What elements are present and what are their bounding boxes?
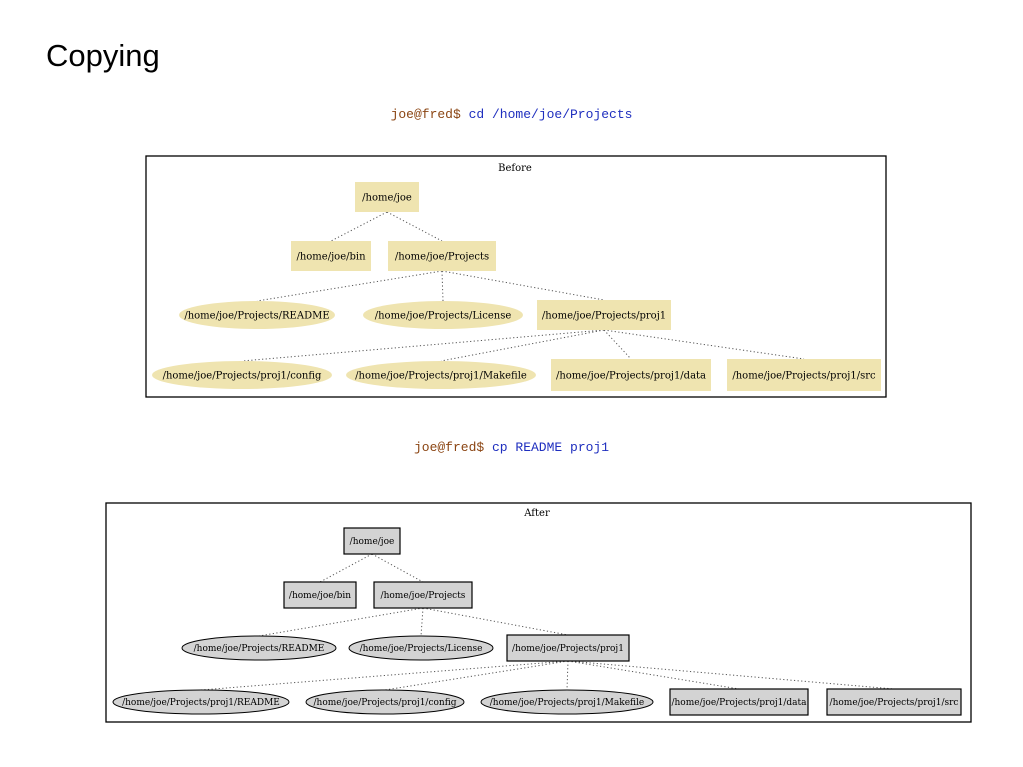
directory-box xyxy=(669,688,809,716)
node-label: /home/joe xyxy=(350,537,395,547)
tree-edge xyxy=(258,607,424,637)
file-ellipse xyxy=(348,635,494,661)
node-label: /home/joe/Projects/proj1/Makefile xyxy=(490,698,645,708)
directory-node-data: /home/joe/Projects/proj1/data xyxy=(551,359,711,391)
node-label: /home/joe/Projects/proj1/src xyxy=(830,698,959,708)
file-node-config: /home/joe/Projects/proj1/config xyxy=(152,361,332,389)
directory-box xyxy=(283,581,357,609)
directory-node-joe: /home/joe xyxy=(355,182,419,212)
tree-edge xyxy=(603,329,632,360)
slide-title: Copying xyxy=(46,38,160,73)
tree-edge xyxy=(441,270,444,302)
directory-box xyxy=(343,527,401,555)
directory-box xyxy=(826,688,962,716)
file-node-readme2: /home/joe/Projects/proj1/README xyxy=(112,689,290,715)
directory-node-proj1: /home/joe/Projects/proj1 xyxy=(506,634,630,662)
node-label: /home/joe/Projects/License xyxy=(360,644,483,654)
tree-edge xyxy=(371,553,424,583)
node-label: /home/joe/Projects/proj1/data xyxy=(671,698,807,708)
file-node-makefile: /home/joe/Projects/proj1/Makefile xyxy=(480,689,654,715)
directory-node-projects: /home/joe/Projects xyxy=(373,581,473,609)
directory-box xyxy=(355,182,419,212)
tree-edge xyxy=(422,607,569,636)
file-ellipse xyxy=(305,689,465,715)
node-label: /home/joe/Projects/proj1/data xyxy=(556,371,706,382)
node-label: /home/joe/bin xyxy=(296,252,366,263)
tree-edge xyxy=(566,660,569,691)
tree-diagram-after: After/home/joe/home/joe/bin/home/joe/Pro… xyxy=(105,502,972,723)
directory-box xyxy=(727,359,881,391)
node-label: /home/joe/Projects/proj1/Makefile xyxy=(355,371,527,382)
file-node-readme: /home/joe/Projects/README xyxy=(181,635,337,661)
shell-prompt: joe@fred$ xyxy=(413,440,485,455)
directory-box xyxy=(551,359,711,391)
node-label: /home/joe/Projects/README xyxy=(184,311,329,322)
directory-node-bin: /home/joe/bin xyxy=(291,241,371,271)
node-label: /home/joe/Projects/proj1 xyxy=(512,644,624,654)
file-ellipse xyxy=(363,301,523,329)
diagram-frame xyxy=(105,502,972,723)
tree-diagram-before: Before/home/joe/home/joe/bin/home/joe/Pr… xyxy=(145,155,887,398)
directory-box xyxy=(388,241,496,271)
tree-edge xyxy=(319,553,373,583)
file-node-license: /home/joe/Projects/License xyxy=(363,301,523,329)
directory-node-proj1: /home/joe/Projects/proj1 xyxy=(537,300,671,330)
file-ellipse xyxy=(179,301,335,329)
directory-node-src: /home/joe/Projects/proj1/src xyxy=(727,359,881,391)
node-label: /home/joe/Projects xyxy=(381,591,466,601)
file-node-config: /home/joe/Projects/proj1/config xyxy=(305,689,465,715)
directory-box xyxy=(537,300,671,330)
tree-edge xyxy=(241,329,605,362)
file-node-readme: /home/joe/Projects/README xyxy=(179,301,335,329)
node-label: /home/joe/Projects/License xyxy=(375,311,512,322)
diagram-label: After xyxy=(523,508,550,519)
file-ellipse xyxy=(181,635,337,661)
node-label: /home/joe/Projects/proj1/config xyxy=(314,698,457,708)
tree-edge xyxy=(420,607,424,637)
tree-edge xyxy=(441,270,605,301)
file-node-license: /home/joe/Projects/License xyxy=(348,635,494,661)
diagram-label: Before xyxy=(498,163,532,174)
directory-node-joe: /home/joe xyxy=(343,527,401,555)
directory-box xyxy=(373,581,473,609)
directory-box xyxy=(291,241,371,271)
file-ellipse xyxy=(346,361,536,389)
node-label: /home/joe/Projects/README xyxy=(194,644,325,654)
node-label: /home/joe xyxy=(362,193,412,204)
command-line-cp: joe@fred$ cp README proj1 xyxy=(0,440,1023,455)
directory-node-src: /home/joe/Projects/proj1/src xyxy=(826,688,962,716)
tree-edge xyxy=(440,329,605,362)
shell-command: cp README proj1 xyxy=(492,440,610,455)
directory-node-data: /home/joe/Projects/proj1/data xyxy=(669,688,809,716)
node-label: /home/joe/Projects xyxy=(395,252,489,263)
tree-edge xyxy=(567,660,895,690)
directory-node-projects: /home/joe/Projects xyxy=(388,241,496,271)
command-line-cd: joe@fred$ cd /home/joe/Projects xyxy=(0,107,1023,122)
file-ellipse xyxy=(112,689,290,715)
node-label: /home/joe/bin xyxy=(289,591,351,601)
shell-prompt: joe@fred$ xyxy=(390,107,461,122)
shell-command: cd /home/joe/Projects xyxy=(468,107,633,122)
node-label: /home/joe/Projects/proj1/src xyxy=(732,371,876,382)
file-ellipse xyxy=(152,361,332,389)
tree-edge xyxy=(256,270,443,302)
file-node-makefile: /home/joe/Projects/proj1/Makefile xyxy=(346,361,536,389)
directory-box xyxy=(506,634,630,662)
node-label: /home/joe/Projects/proj1/README xyxy=(122,698,280,708)
node-label: /home/joe/Projects/proj1/config xyxy=(163,371,322,382)
tree-edge xyxy=(603,329,805,360)
diagram-frame xyxy=(145,155,887,398)
tree-edge xyxy=(200,660,569,691)
directory-node-bin: /home/joe/bin xyxy=(283,581,357,609)
tree-edge xyxy=(567,660,740,690)
file-ellipse xyxy=(480,689,654,715)
node-label: /home/joe/Projects/proj1 xyxy=(542,311,666,322)
